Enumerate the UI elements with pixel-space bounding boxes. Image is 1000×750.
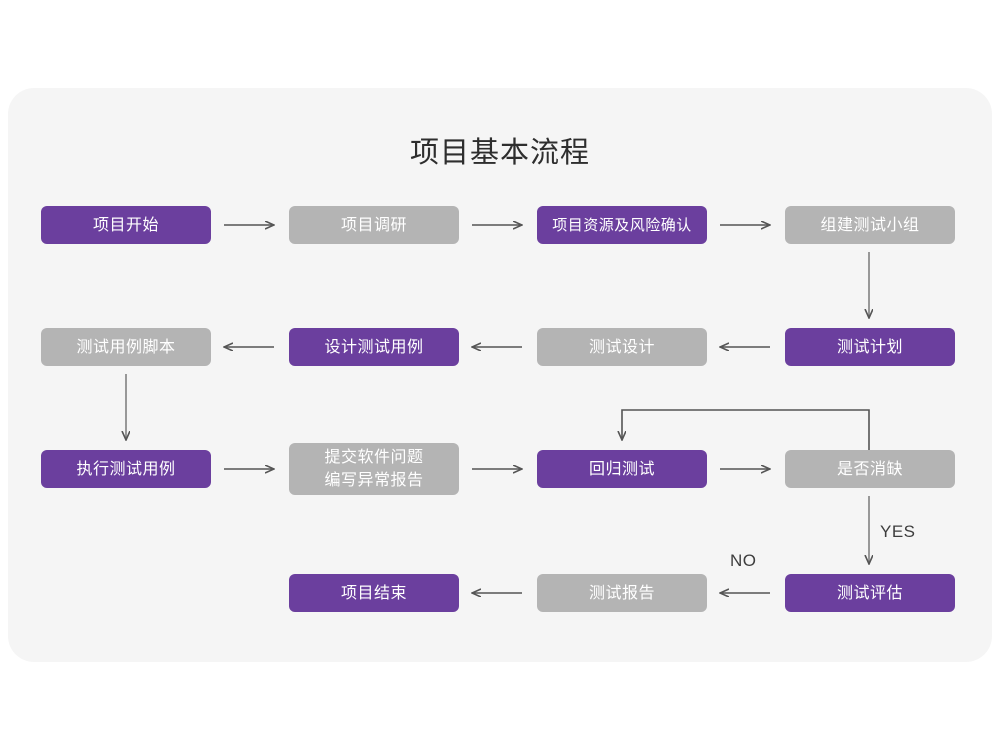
edge-label-no: NO <box>730 551 757 570</box>
node-resource-risk-confirm[interactable]: 项目资源及风险确认 <box>537 206 707 244</box>
node-project-end[interactable]: 项目结束 <box>289 574 459 612</box>
node-defect-cleared-decision[interactable]: 是否消缺 <box>785 450 955 488</box>
node-project-research[interactable]: 项目调研 <box>289 206 459 244</box>
node-test-evaluation[interactable]: 测试评估 <box>785 574 955 612</box>
page-title: 项目基本流程 <box>409 137 590 169</box>
edge-label-yes: YES <box>880 522 916 541</box>
node-submit-issue-report[interactable]: 提交软件问题 编写异常报告 <box>289 443 459 495</box>
node-design-test-case[interactable]: 设计测试用例 <box>289 328 459 366</box>
node-regression-test[interactable]: 回归测试 <box>537 450 707 488</box>
node-form-test-team[interactable]: 组建测试小组 <box>785 206 955 244</box>
node-project-start[interactable]: 项目开始 <box>41 206 211 244</box>
node-test-plan[interactable]: 测试计划 <box>785 328 955 366</box>
diagram-panel <box>8 88 992 662</box>
node-test-design[interactable]: 测试设计 <box>537 328 707 366</box>
node-execute-test-case[interactable]: 执行测试用例 <box>41 450 211 488</box>
node-test-report[interactable]: 测试报告 <box>537 574 707 612</box>
node-test-case-script[interactable]: 测试用例脚本 <box>41 328 211 366</box>
